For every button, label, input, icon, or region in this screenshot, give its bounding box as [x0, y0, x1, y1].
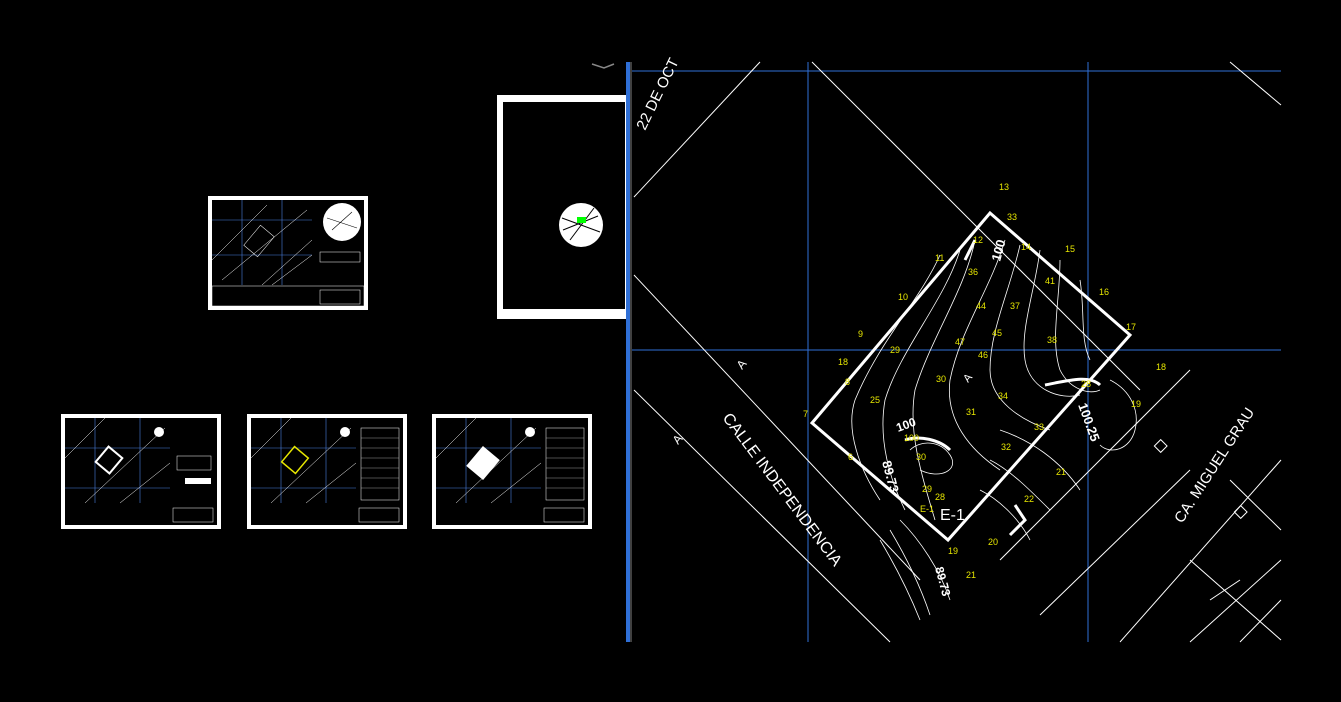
contour-label: 34 — [998, 391, 1008, 401]
contour-label: 10 — [898, 292, 908, 302]
sheet-1-drawing — [212, 200, 364, 306]
contour-label: 14 — [1021, 242, 1031, 252]
layout-sheet-4[interactable] — [432, 414, 592, 529]
contour-label: 18 — [1156, 362, 1166, 372]
location-marker — [577, 217, 586, 223]
contour-label: 13 — [999, 182, 1009, 192]
lot-marker — [1233, 504, 1248, 520]
contour-label: 9 — [858, 329, 863, 339]
contour-lines — [851, 239, 1137, 621]
contour-label: 30 — [936, 374, 946, 384]
contour-label: 29 — [890, 345, 900, 355]
contour-label: 44 — [976, 301, 986, 311]
coordinate-grid — [632, 62, 1281, 642]
contour-label: 21 — [1056, 467, 1066, 477]
contour-label: 20 — [988, 537, 998, 547]
block-label: E-1 — [940, 507, 965, 524]
contour-label: 36 — [968, 267, 978, 277]
dimension-top: 100 — [988, 238, 1008, 263]
lot-outline — [809, 210, 1133, 543]
contour-label: 45 — [992, 328, 1002, 338]
contour-label: 32 — [1001, 442, 1011, 452]
section-mark-a-2: A — [670, 432, 686, 447]
contour-label: 19 — [1131, 399, 1141, 409]
contour-label: 25 — [870, 395, 880, 405]
dimension-bottom: 89.73 — [932, 565, 953, 598]
contour-label: E-1 — [920, 504, 934, 514]
contour-label: 29 — [922, 484, 932, 494]
contour-label: 21 — [966, 570, 976, 580]
contour-label: 30 — [916, 452, 926, 462]
dimension-right: 100.25 — [1075, 401, 1103, 443]
contour-label: 15 — [1065, 244, 1075, 254]
layout-sheet-1[interactable] — [208, 196, 368, 310]
contour-label: 28 — [1081, 379, 1091, 389]
contour-label: 28 — [935, 492, 945, 502]
contour-label: 33 — [1034, 422, 1044, 432]
street-label-right: CA. MIGUEL GRAU — [1171, 405, 1258, 526]
contour-label: 8 — [845, 377, 850, 387]
contour-label: 18 — [838, 357, 848, 367]
street-label-top: 22 DE OCT — [633, 56, 682, 133]
contour-label: 37 — [1010, 301, 1020, 311]
contour-label: 46 — [978, 350, 988, 360]
contour-label: 12 — [973, 235, 983, 245]
contour-label: 17 — [1126, 322, 1136, 332]
contour-label: 41 — [1045, 276, 1055, 286]
contour-label: 6 — [848, 452, 853, 462]
dimension-left: 89.73 — [879, 459, 902, 494]
sheet-3-drawing — [251, 418, 403, 525]
lot-marker — [1153, 438, 1168, 454]
contour-label: 22 — [1024, 494, 1034, 504]
contour-label: 38 — [1047, 335, 1057, 345]
contour-label: 16 — [1099, 287, 1109, 297]
contour-label: 31 — [966, 407, 976, 417]
sheet-4-drawing — [436, 418, 588, 525]
sheet-2-drawing — [65, 418, 217, 525]
contour-label: 47 — [955, 337, 965, 347]
street-lines — [633, 61, 1282, 643]
contour-label: 33 — [1007, 212, 1017, 222]
contour-label: 19 — [948, 546, 958, 556]
contour-label: 7 — [803, 409, 808, 419]
section-mark-a-1: A — [734, 357, 750, 372]
contour-label: 11 — [935, 253, 944, 263]
layout-sheet-3[interactable] — [247, 414, 407, 529]
section-mark-a-3: A — [961, 371, 975, 385]
layout-sheet-2[interactable] — [61, 414, 221, 529]
dimension-inner: 100 — [894, 415, 918, 435]
contour-label: 100 — [904, 433, 919, 443]
contour-labels: 13 33 12 14 15 11 36 41 16 10 44 37 17 9… — [803, 182, 1166, 580]
